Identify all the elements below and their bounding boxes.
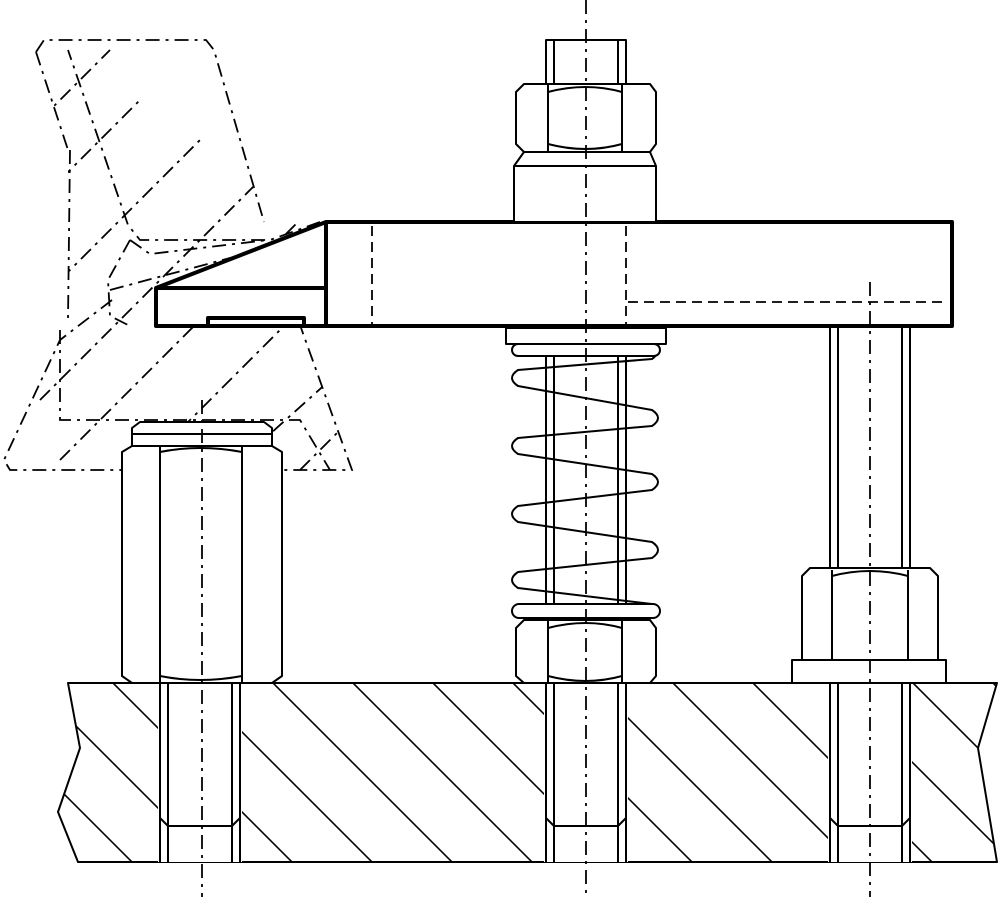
clamp-arm xyxy=(154,220,954,328)
workpiece-outline xyxy=(2,39,354,471)
left-threaded-hole xyxy=(158,683,242,862)
spherical-washer xyxy=(513,151,657,223)
right-washer xyxy=(791,659,947,684)
top-center-nut xyxy=(513,39,657,223)
workpiece-hatching xyxy=(39,49,351,470)
clamp-arm-contact-pad xyxy=(206,316,306,328)
right-nut xyxy=(791,567,947,684)
center-lines xyxy=(201,0,871,897)
base-plate-outline xyxy=(57,682,998,863)
right-threaded-hole xyxy=(828,683,912,862)
left-support-nut xyxy=(121,421,283,684)
compression-spring xyxy=(505,327,667,619)
